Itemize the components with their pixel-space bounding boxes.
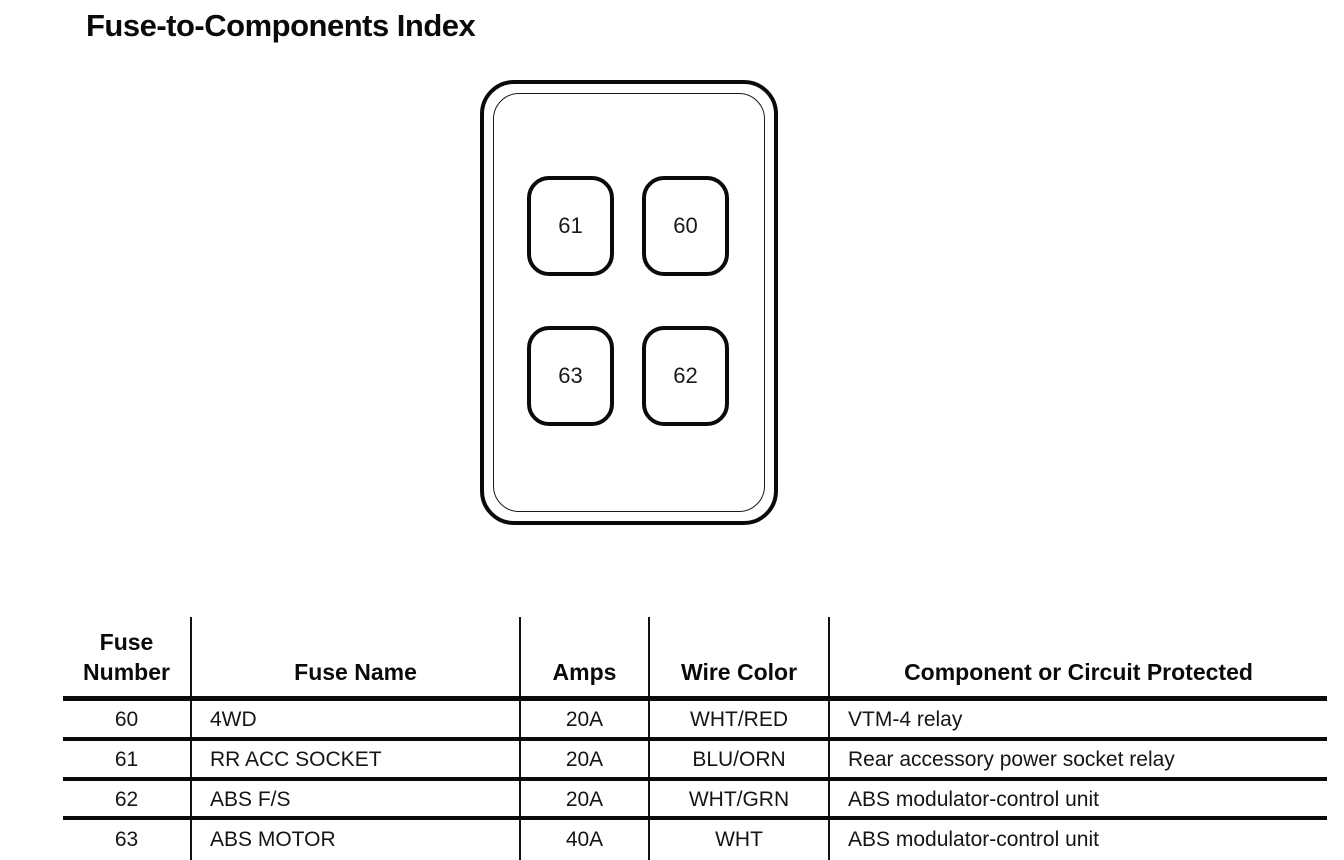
page-title: Fuse-to-Components Index xyxy=(86,8,476,43)
fuse-62-label: 62 xyxy=(673,363,698,388)
cell-amps: 20A xyxy=(565,748,604,771)
cell-component: ABS modulator-control unit xyxy=(848,828,1099,851)
cell-wire-color: WHT xyxy=(715,828,763,851)
cell-amps: 40A xyxy=(565,828,604,851)
header-component: Component or Circuit Protected xyxy=(904,659,1253,686)
header-wire-color: Wire Color xyxy=(680,659,798,686)
row-divider xyxy=(63,777,1327,781)
fuse-61: 61 xyxy=(527,176,614,276)
header-underline xyxy=(63,696,1327,701)
fuse-63: 63 xyxy=(527,326,614,426)
fuse-box-diagram: 61 60 63 62 xyxy=(480,80,778,525)
fuse-61-label: 61 xyxy=(558,213,583,238)
cell-amps: 20A xyxy=(565,788,604,811)
cell-component: VTM-4 relay xyxy=(848,708,963,731)
row-divider xyxy=(63,737,1327,741)
cell-amps: 20A xyxy=(565,708,604,731)
cell-component: ABS modulator-control unit xyxy=(848,788,1099,811)
cell-fuse-number: 61 xyxy=(114,748,139,771)
cell-wire-color: WHT/RED xyxy=(690,708,788,731)
cell-component: Rear accessory power socket relay xyxy=(848,748,1175,771)
header-amps: Amps xyxy=(552,659,617,686)
header-fuse-name: Fuse Name xyxy=(294,659,417,686)
cell-fuse-name: ABS F/S xyxy=(210,788,291,811)
cell-fuse-name: RR ACC SOCKET xyxy=(210,748,382,771)
fuse-62: 62 xyxy=(642,326,729,426)
cell-wire-color: WHT/GRN xyxy=(688,788,790,811)
row-divider xyxy=(63,816,1327,820)
cell-fuse-number: 63 xyxy=(114,828,139,851)
fuse-63-label: 63 xyxy=(558,363,583,388)
fuse-60-label: 60 xyxy=(673,213,698,238)
header-fuse-number: Fuse Number xyxy=(83,629,170,686)
cell-fuse-name: 4WD xyxy=(210,708,257,731)
cell-fuse-number: 60 xyxy=(114,708,139,731)
fuse-box-inner-outline xyxy=(493,93,765,512)
cell-fuse-name: ABS MOTOR xyxy=(210,828,336,851)
cell-wire-color: BLU/ORN xyxy=(692,748,786,771)
cell-fuse-number: 62 xyxy=(114,788,139,811)
fuse-60: 60 xyxy=(642,176,729,276)
